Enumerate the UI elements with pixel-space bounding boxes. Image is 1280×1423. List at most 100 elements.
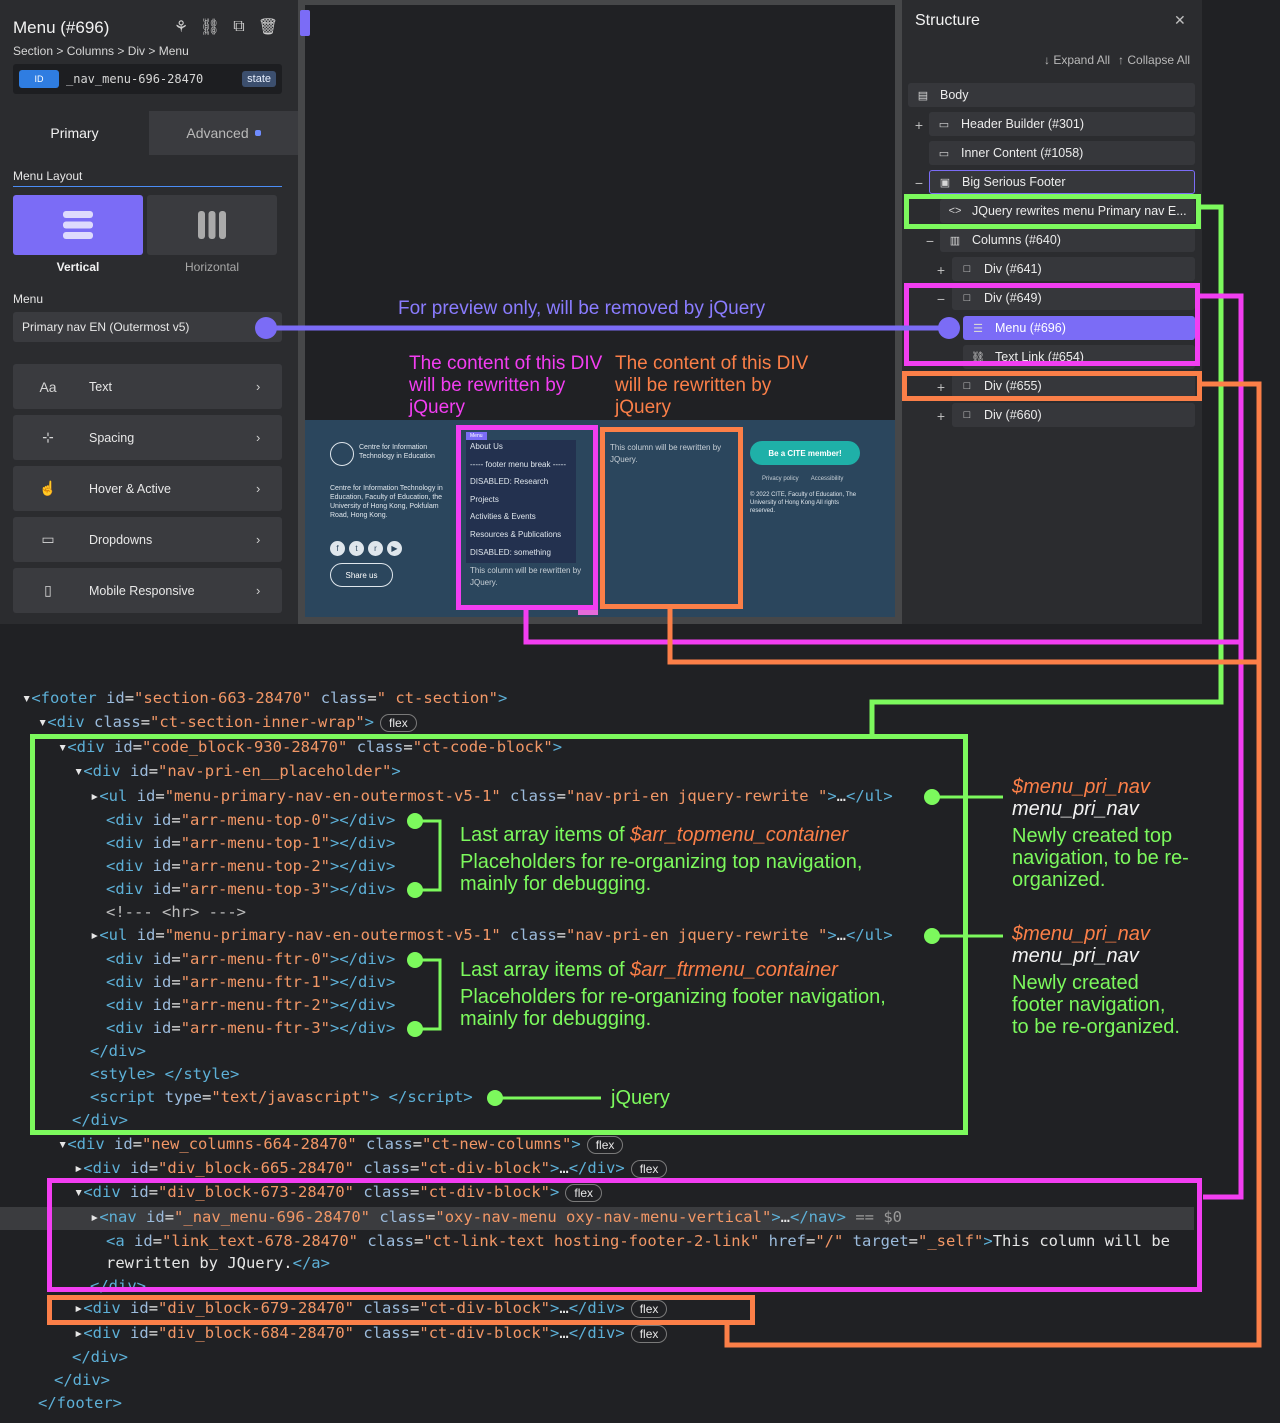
code-div-679[interactable]: ▸<div id="div_block-679-28470" class="ct… bbox=[74, 1299, 668, 1318]
collapse-icon[interactable]: − bbox=[925, 233, 935, 249]
privacy-link[interactable]: Privacy policy bbox=[762, 476, 799, 482]
tree-row-div-649[interactable]: □Div (#649) bbox=[952, 286, 1195, 310]
cite-member-button[interactable]: Be a CITE member! bbox=[750, 441, 860, 465]
tree-row-text-link[interactable]: ⛓Text Link (#654) bbox=[963, 345, 1195, 369]
layout-vertical-button[interactable] bbox=[13, 195, 143, 255]
vertical-layout-icon bbox=[63, 211, 93, 239]
annotation-var: $arr_topmenu_container bbox=[630, 824, 848, 846]
tree-row-body[interactable]: ▤Body bbox=[908, 83, 1195, 107]
hierarchy-icon[interactable]: ⚘ bbox=[173, 19, 189, 36]
code-link-text-cont[interactable]: rewritten by JQuery.</a> bbox=[106, 1254, 330, 1272]
code-div-close[interactable]: </div> bbox=[72, 1111, 128, 1129]
code-arr-ftr-2[interactable]: <div id="arr-menu-ftr-2"></div> bbox=[106, 996, 396, 1014]
close-icon[interactable]: ✕ bbox=[1174, 12, 1186, 28]
code-div-684[interactable]: ▸<div id="div_block-684-28470" class="ct… bbox=[74, 1324, 668, 1343]
code-script[interactable]: <script type="text/javascript"> </script… bbox=[90, 1088, 473, 1106]
tab-primary[interactable]: Primary bbox=[0, 111, 149, 155]
tree-row-inner-content[interactable]: ▭Inner Content (#1058) bbox=[929, 141, 1195, 165]
trash-icon[interactable]: 🗑 bbox=[257, 19, 279, 36]
accordion-dropdowns[interactable]: ▭Dropdowns› bbox=[13, 517, 282, 562]
menu-item[interactable]: Projects bbox=[470, 494, 499, 504]
rss-icon[interactable]: r bbox=[368, 541, 383, 556]
expand-all-button[interactable]: ↓ Expand All bbox=[1044, 53, 1111, 67]
tab-advanced[interactable]: Advanced bbox=[149, 111, 298, 155]
collapse-icon[interactable]: − bbox=[914, 175, 924, 191]
code-link-text[interactable]: <a id="link_text-678-28470" class="ct-li… bbox=[106, 1232, 1170, 1250]
preview-note: For preview only, will be removed by jQu… bbox=[398, 298, 766, 319]
code-div-close[interactable]: </div> bbox=[90, 1277, 146, 1295]
menu-item[interactable]: Activities & Events bbox=[470, 512, 536, 522]
expand-icon[interactable]: + bbox=[936, 379, 946, 395]
code-arr-top-2[interactable]: <div id="arr-menu-top-2"></div> bbox=[106, 857, 396, 875]
tree-row-label: Div (#649) bbox=[984, 291, 1042, 305]
layout-horizontal-button[interactable] bbox=[147, 195, 277, 255]
menu-item[interactable]: DISABLED: Research bbox=[470, 477, 549, 487]
duplicate-icon[interactable]: ⧉ bbox=[233, 18, 245, 35]
menu-item[interactable]: DISABLED: something bbox=[470, 547, 551, 557]
code-arr-ftr-1[interactable]: <div id="arr-menu-ftr-1"></div> bbox=[106, 973, 396, 991]
menu-item[interactable]: ----- footer menu break ----- bbox=[470, 459, 567, 469]
code-div-673[interactable]: ▾<div id="div_block-673-28470" class="ct… bbox=[74, 1183, 603, 1202]
code-arr-top-1[interactable]: <div id="arr-menu-top-1"></div> bbox=[106, 834, 396, 852]
state-button[interactable]: state bbox=[242, 71, 276, 87]
code-div-close[interactable]: </div> bbox=[54, 1371, 110, 1389]
tree-row-columns[interactable]: ▥Columns (#640) bbox=[940, 228, 1195, 252]
accordion-spacing[interactable]: ⊹Spacing› bbox=[13, 415, 282, 460]
breadcrumb[interactable]: Section > Columns > Div > Menu bbox=[13, 44, 189, 58]
tree-row-footer[interactable]: ▣Big Serious Footer bbox=[929, 170, 1195, 194]
code-code-block[interactable]: ▾<div id="code_block-930-28470" class="c… bbox=[58, 738, 563, 756]
section-underline bbox=[13, 186, 282, 187]
tree-row-div-660[interactable]: □Div (#660) bbox=[952, 403, 1195, 427]
canvas-handle[interactable] bbox=[300, 10, 310, 36]
code-nav-menu[interactable]: ▸<nav id="_nav_menu-696-28470" class="ox… bbox=[90, 1208, 903, 1226]
chevron-right-icon: › bbox=[256, 532, 261, 547]
code-new-columns[interactable]: ▾<div id="new_columns-664-28470" class="… bbox=[58, 1135, 624, 1154]
accordion-mobile[interactable]: ▯Mobile Responsive› bbox=[13, 568, 282, 613]
collapse-all-button[interactable]: ↑ Collapse All bbox=[1118, 53, 1191, 67]
code-inner-wrap[interactable]: ▾<div class="ct-section-inner-wrap">flex bbox=[38, 713, 417, 732]
code-ul-footer[interactable]: ▸<ul id="menu-primary-nav-en-outermost-v… bbox=[90, 926, 893, 944]
collapse-icon[interactable]: − bbox=[936, 291, 946, 307]
flex-badge: flex bbox=[586, 1136, 624, 1154]
tree-row-label: Div (#655) bbox=[984, 379, 1042, 393]
code-footer-close[interactable]: </footer> bbox=[38, 1394, 122, 1412]
expand-icon[interactable]: + bbox=[936, 408, 946, 424]
menu-item[interactable]: Resources & Publications bbox=[470, 529, 562, 539]
id-field[interactable]: ID _nav_menu-696-28470 state bbox=[13, 64, 282, 94]
tree-row-menu-696[interactable]: ☰Menu (#696) bbox=[963, 316, 1195, 340]
tree-row-code-block[interactable]: <>JQuery rewrites menu Primary nav E... bbox=[940, 199, 1195, 223]
id-value[interactable]: _nav_menu-696-28470 bbox=[66, 72, 204, 86]
youtube-icon[interactable]: ▶ bbox=[387, 541, 402, 556]
expand-icon[interactable]: + bbox=[936, 262, 946, 278]
expand-icon[interactable]: + bbox=[914, 117, 924, 133]
code-style[interactable]: <style> </style> bbox=[90, 1065, 240, 1083]
link-icon[interactable]: ⛓ bbox=[199, 19, 221, 36]
tree-row-div-641[interactable]: □Div (#641) bbox=[952, 257, 1195, 281]
share-button[interactable]: Share us bbox=[330, 563, 393, 587]
code-comment-hr[interactable]: <!--- <hr> ---> bbox=[106, 903, 246, 921]
tree-row-div-655[interactable]: □Div (#655) bbox=[952, 374, 1195, 398]
code-div-close[interactable]: </div> bbox=[90, 1042, 146, 1060]
tree-row-header[interactable]: ▭Header Builder (#301) bbox=[929, 112, 1195, 136]
code-arr-top-3[interactable]: <div id="arr-menu-top-3"></div> bbox=[106, 880, 396, 898]
code-placeholder[interactable]: ▾<div id="nav-pri-en__placeholder"> bbox=[74, 762, 401, 780]
accessibility-link[interactable]: Accessibility bbox=[810, 476, 844, 482]
code-ul-top[interactable]: ▸<ul id="menu-primary-nav-en-outermost-v… bbox=[90, 787, 893, 805]
code-arr-ftr-3[interactable]: <div id="arr-menu-ftr-3"></div> bbox=[106, 1019, 396, 1037]
code-div-close[interactable]: </div> bbox=[72, 1348, 128, 1366]
annotation-top-desc: Placeholders for re-organizing top navig… bbox=[460, 851, 863, 895]
code-arr-top-0[interactable]: <div id="arr-menu-top-0"></div> bbox=[106, 811, 396, 829]
menu-select[interactable]: Primary nav EN (Outermost v5) bbox=[13, 312, 282, 342]
facebook-icon[interactable]: f bbox=[330, 541, 345, 556]
code-div-665[interactable]: ▸<div id="div_block-665-28470" class="ct… bbox=[74, 1159, 668, 1178]
twitter-icon[interactable]: t bbox=[349, 541, 364, 556]
footer-links: Privacy policy Accessibility bbox=[762, 476, 855, 482]
annotation-prefix: Last array items of bbox=[460, 959, 625, 981]
code-arr-ftr-0[interactable]: <div id="arr-menu-ftr-0"></div> bbox=[106, 950, 396, 968]
rewrite-note[interactable]: This column will be rewritten by JQuery. bbox=[470, 566, 582, 587]
mobile-icon: ▯ bbox=[44, 582, 52, 598]
menu-item[interactable]: About Us bbox=[470, 442, 503, 451]
accordion-hover[interactable]: ☝Hover & Active› bbox=[13, 466, 282, 511]
code-footer-open[interactable]: ▾<footer id="section-663-28470" class=" … bbox=[22, 689, 508, 707]
